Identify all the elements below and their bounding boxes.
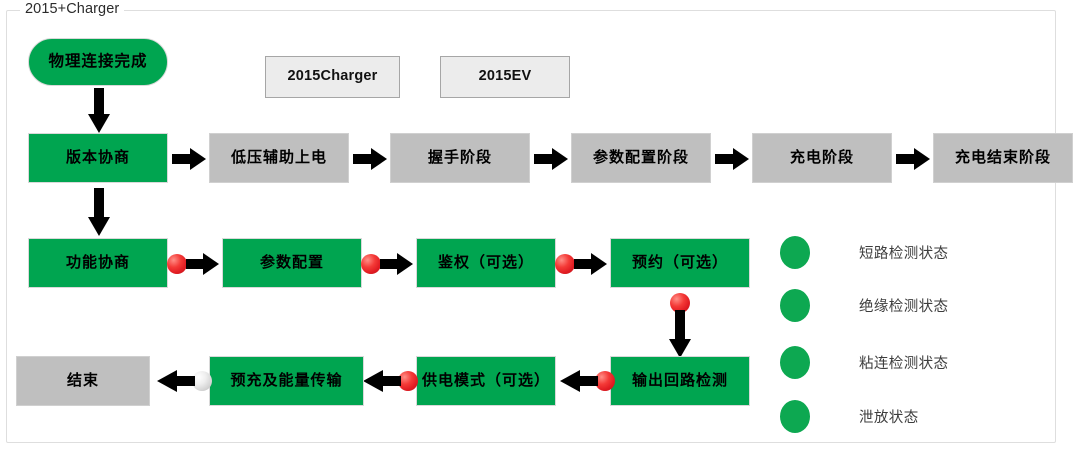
- node-label: 结束: [66, 371, 99, 389]
- role-box-label: 2015Charger: [287, 68, 378, 85]
- role-box-ev[interactable]: 2015EV: [440, 56, 570, 98]
- stage-parameter-config[interactable]: 参数配置阶段: [571, 133, 711, 183]
- arrow-right-middle-3: [574, 253, 607, 275]
- arrow-down-version-to-function: [88, 188, 110, 236]
- role-box-charger[interactable]: 2015Charger: [265, 56, 400, 98]
- node-reservation-optional[interactable]: 预约（可选）: [610, 238, 750, 288]
- arrow-right-stage-3: [534, 148, 568, 170]
- role-box-label: 2015EV: [478, 68, 532, 85]
- node-function-negotiation[interactable]: 功能协商: [28, 238, 168, 288]
- arrow-right-middle-2: [380, 253, 413, 275]
- arrow-right-middle-1: [186, 253, 219, 275]
- connector-dot-red-1: [167, 254, 187, 274]
- legend-item-insulation: 绝缘检测状态: [780, 289, 948, 322]
- node-label: 握手阶段: [427, 148, 492, 166]
- group-frame-title: 2015+Charger: [20, 1, 125, 17]
- stage-charging-end[interactable]: 充电结束阶段: [933, 133, 1073, 183]
- stage-charging[interactable]: 充电阶段: [752, 133, 892, 183]
- connector-dot-red-6: [398, 371, 418, 391]
- node-label: 输出回路检测: [631, 371, 728, 389]
- connector-dot-red-3: [555, 254, 575, 274]
- node-physical-connection-complete[interactable]: 物理连接完成: [28, 38, 168, 86]
- node-end[interactable]: 结束: [16, 356, 150, 406]
- status-dot-icon: [780, 346, 810, 379]
- status-dot-icon: [780, 236, 810, 269]
- node-label: 版本协商: [65, 148, 130, 166]
- node-power-supply-mode-optional[interactable]: 供电模式（可选）: [416, 356, 556, 406]
- stage-lv-aux-power-on[interactable]: 低压辅助上电: [209, 133, 349, 183]
- node-label: 物理连接完成: [48, 53, 148, 71]
- legend-label: 粘连检测状态: [859, 356, 949, 372]
- arrow-down-reservation-to-output: [669, 310, 691, 358]
- node-label: 参数配置阶段: [592, 148, 689, 166]
- connector-dot-gray-1: [192, 371, 212, 391]
- stage-handshake[interactable]: 握手阶段: [390, 133, 530, 183]
- arrow-left-bottom-2: [363, 370, 401, 392]
- status-dot-icon: [780, 289, 810, 322]
- legend-label: 泄放状态: [859, 410, 919, 426]
- stage-version-negotiation[interactable]: 版本协商: [28, 133, 168, 183]
- node-label: 功能协商: [65, 253, 130, 271]
- node-label: 供电模式（可选）: [421, 371, 550, 389]
- node-label: 预约（可选）: [631, 253, 728, 271]
- connector-dot-red-5: [595, 371, 615, 391]
- node-label: 参数配置: [259, 253, 324, 271]
- node-label: 充电结束阶段: [954, 148, 1051, 166]
- arrow-right-stage-5: [896, 148, 930, 170]
- legend-item-adhesion: 粘连检测状态: [780, 346, 948, 379]
- legend-label: 短路检测状态: [859, 246, 949, 262]
- legend-item-short-circuit: 短路检测状态: [780, 236, 948, 269]
- connector-dot-red-4: [670, 293, 690, 313]
- arrow-right-stage-1: [172, 148, 206, 170]
- node-label: 预充及能量传输: [230, 371, 343, 389]
- arrow-right-stage-2: [353, 148, 387, 170]
- status-dot-icon: [780, 400, 810, 433]
- arrow-left-bottom-3: [157, 370, 195, 392]
- node-parameter-config[interactable]: 参数配置: [222, 238, 362, 288]
- node-precharge-energy-transfer[interactable]: 预充及能量传输: [209, 356, 364, 406]
- node-label: 充电阶段: [789, 148, 854, 166]
- node-label: 低压辅助上电: [230, 148, 327, 166]
- node-authentication-optional[interactable]: 鉴权（可选）: [416, 238, 556, 288]
- arrow-left-bottom-1: [560, 370, 598, 392]
- legend-item-discharge: 泄放状态: [780, 400, 919, 433]
- node-output-circuit-check[interactable]: 输出回路检测: [610, 356, 750, 406]
- arrow-right-stage-4: [715, 148, 749, 170]
- connector-dot-red-2: [361, 254, 381, 274]
- arrow-down-start-to-version: [88, 88, 110, 133]
- node-label: 鉴权（可选）: [437, 253, 534, 271]
- legend-label: 绝缘检测状态: [859, 299, 949, 315]
